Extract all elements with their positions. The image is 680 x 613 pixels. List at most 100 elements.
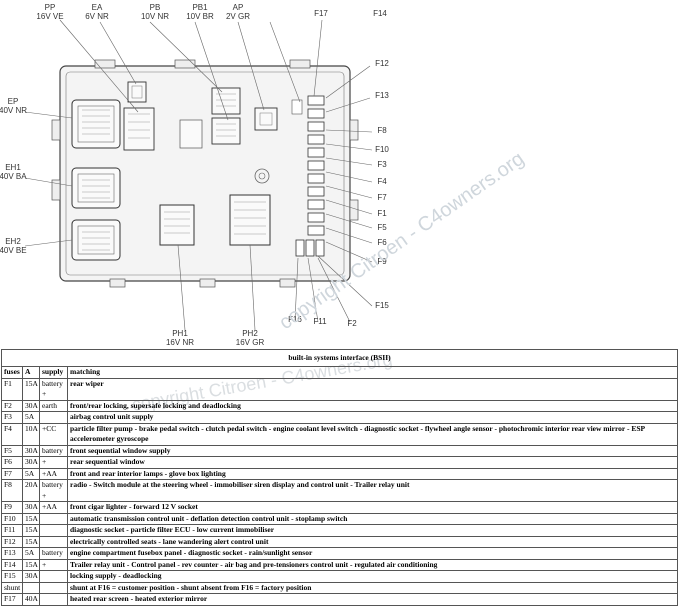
supply-cell: earth — [39, 399, 68, 412]
connector-label: PB1 — [192, 3, 208, 12]
supply-cell — [39, 411, 68, 424]
amps-cell: 30A — [22, 444, 40, 457]
fuse-cell: F5 — [1, 444, 23, 457]
fuse-cell: F12 — [1, 535, 23, 548]
fuse-slot — [307, 134, 325, 145]
table-header-matching: matching — [67, 366, 678, 379]
amps-cell: 10A — [22, 422, 40, 446]
fuse-cell: F9 — [1, 501, 23, 514]
table-header-fuses: fuses — [1, 366, 23, 379]
table-header-supply: supply — [39, 366, 68, 379]
connector-eh1 — [71, 167, 121, 209]
supply-cell — [39, 570, 68, 583]
connector-label: AP — [233, 3, 244, 12]
fuse-label: F8 — [377, 126, 387, 135]
connector-label: EA — [92, 3, 103, 12]
amps-cell: 30A — [22, 570, 40, 583]
connector-pb1 — [211, 117, 241, 145]
fuse-cell: F14 — [1, 558, 23, 571]
amps-cell: 15A — [22, 512, 40, 525]
matching-cell: heated rear screen - heated exterior mir… — [67, 593, 678, 606]
connector-spec: 16V VE — [36, 12, 63, 21]
fuse-label: F13 — [375, 91, 389, 100]
fuse-label: F9 — [377, 257, 387, 266]
fuse-cell: F4 — [1, 422, 23, 446]
connector-pp — [123, 107, 155, 151]
supply-cell: +CC — [39, 422, 68, 446]
connector-label: EH1 — [5, 163, 21, 172]
amps-cell: 40A — [22, 593, 40, 606]
supply-cell: +AA — [39, 467, 68, 480]
supply-cell: battery + — [39, 377, 68, 401]
connector-spec: 2V GR — [226, 12, 250, 21]
fuse-slot — [307, 121, 325, 132]
amps-cell: 15A — [22, 558, 40, 571]
connector-spec: 40V NR — [0, 106, 27, 115]
connector-spec: 40V BA — [0, 172, 27, 181]
matching-cell: front cigar lighter - forward 12 V socke… — [67, 501, 678, 514]
amps-cell: 5A — [22, 411, 40, 424]
matching-cell: rear wiper — [67, 377, 678, 401]
connector-eh2 — [71, 219, 121, 261]
supply-cell — [39, 593, 68, 606]
connector-label: PH1 — [172, 329, 188, 338]
fuse-cell: F13 — [1, 547, 23, 560]
connector-ap — [254, 107, 278, 131]
supply-cell: battery — [39, 547, 68, 560]
table-header-row: fuses A supply matching — [1, 366, 678, 379]
amps-cell: 30A — [22, 456, 40, 469]
matching-cell: airbag control unit supply — [67, 411, 678, 424]
connector-label: EP — [8, 97, 19, 106]
fuse-cell: F17 — [1, 593, 23, 606]
supply-cell: + — [39, 456, 68, 469]
fuse-slot — [307, 108, 325, 119]
supply-cell: + — [39, 558, 68, 571]
matching-cell: electrically controlled seats - lane wan… — [67, 535, 678, 548]
matching-cell: automatic transmission control unit - de… — [67, 512, 678, 525]
connector-label: PB — [150, 3, 161, 12]
fuse-label: F5 — [377, 223, 387, 232]
connector-ph2 — [229, 194, 271, 246]
matching-cell: Trailer relay unit - Control panel - rev… — [67, 558, 678, 571]
matching-cell: locking supply - deadlocking — [67, 570, 678, 583]
matching-cell: front/rear locking, supersafe locking an… — [67, 399, 678, 412]
connector-spec: 16V GR — [236, 338, 265, 345]
amps-cell: 20A — [22, 479, 40, 502]
supply-cell: battery — [39, 444, 68, 457]
fuse-column — [295, 95, 325, 257]
fuse-slot — [307, 212, 325, 223]
fuse-label: F6 — [377, 238, 387, 247]
fuse-cell: F10 — [1, 512, 23, 525]
fuse-label: F7 — [377, 193, 387, 202]
fuse-slot — [307, 147, 325, 158]
connector-ep — [71, 99, 121, 149]
fuse-cell: F2 — [1, 399, 23, 412]
fuse-slot — [307, 95, 325, 106]
amps-cell: 30A — [22, 501, 40, 514]
fuse-cell: F15 — [1, 570, 23, 583]
matching-cell: engine compartment fusebox panel - diagn… — [67, 547, 678, 560]
amps-cell: 30A — [22, 399, 40, 412]
amps-cell: 15A — [22, 377, 40, 401]
fuse-cell: F1 — [1, 377, 23, 401]
fuse-cell: F8 — [1, 479, 23, 502]
connector-pb — [211, 87, 241, 115]
fuse-label: F4 — [377, 177, 387, 186]
connector-spec: 10V BR — [186, 12, 214, 21]
matching-cell: front and rear interior lamps - glove bo… — [67, 467, 678, 480]
supply-cell: battery + — [39, 479, 68, 502]
fuse-slot — [307, 225, 325, 236]
connector-label: PP — [45, 3, 56, 12]
table-header-amps: A — [22, 366, 40, 379]
